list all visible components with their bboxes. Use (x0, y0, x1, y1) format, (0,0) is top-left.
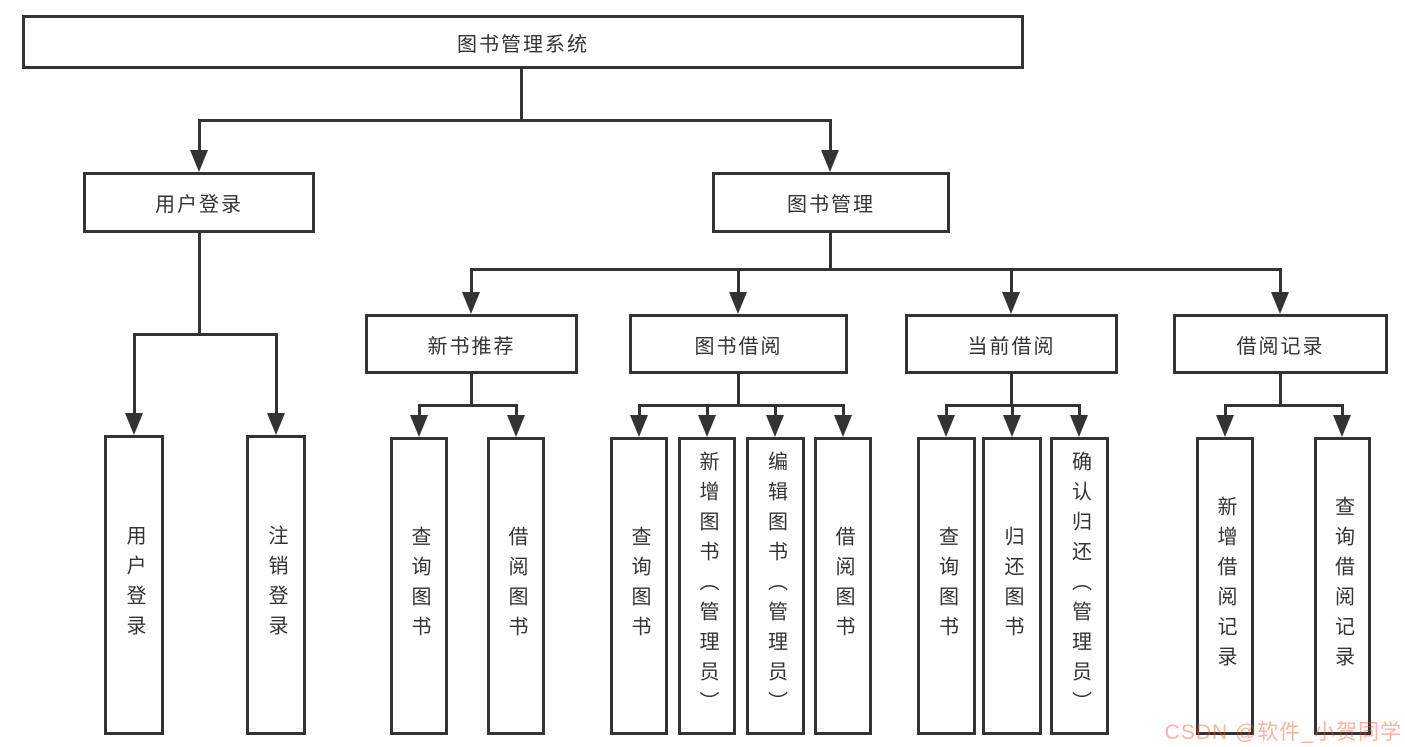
arrow-down-icon (766, 415, 784, 437)
node-borrowing-records: 借阅记录 (1173, 314, 1388, 374)
node-label: 归还图书 (1001, 526, 1023, 646)
node-current-borrowing: 当前借阅 (905, 314, 1118, 374)
connector-line (1224, 404, 1343, 407)
connector-line (1078, 404, 1081, 415)
leaf-current-return-books: 归还图书 (982, 437, 1042, 735)
connector-line (1224, 404, 1227, 415)
connector-line (774, 404, 777, 415)
connector-line (470, 268, 473, 292)
connector-line (133, 333, 278, 336)
node-label: 查询借阅记录 (1331, 496, 1354, 676)
arrow-down-icon (125, 413, 143, 435)
leaf-current-confirm-return-admin: 确认归还（管理员） (1050, 437, 1109, 735)
connector-line (1279, 374, 1282, 406)
connector-line (638, 404, 641, 415)
arrow-down-icon (462, 292, 480, 314)
connector-line (1010, 374, 1013, 406)
connector-line (1011, 404, 1014, 415)
arrow-down-icon (630, 415, 648, 437)
connector-line (198, 233, 201, 335)
connector-line (418, 404, 518, 407)
arrow-down-icon (190, 150, 208, 172)
connector-line (470, 374, 473, 406)
node-label: 编辑图书（管理员） (764, 451, 787, 721)
arrow-down-icon (1002, 292, 1020, 314)
node-book-management-system: 图书管理系统 (22, 15, 1024, 69)
arrow-down-icon (698, 415, 716, 437)
node-book-management: 图书管理 (712, 172, 950, 233)
arrow-down-icon (1271, 292, 1289, 314)
connector-line (1341, 404, 1344, 415)
node-label: 注销登录 (265, 525, 287, 645)
node-label: 查询图书 (628, 526, 650, 646)
node-label: 图书管理 (787, 194, 875, 216)
arrow-down-icon (1003, 415, 1021, 437)
node-label: 查询图书 (935, 526, 958, 646)
connector-line (737, 374, 740, 406)
leaf-borrowing-query-books: 查询图书 (610, 437, 668, 735)
leaf-logout: 注销登录 (246, 435, 306, 735)
connector-line (470, 268, 1281, 271)
node-label: 当前借阅 (967, 335, 1056, 358)
node-label: 借阅记录 (1236, 335, 1325, 358)
arrow-down-icon (834, 415, 852, 437)
connector-line (133, 333, 136, 413)
arrow-down-icon (821, 150, 839, 172)
connector-line (275, 333, 278, 413)
watermark: CSDN @软件_小贺同学 (1164, 721, 1402, 744)
leaf-records-query-record: 查询借阅记录 (1314, 437, 1371, 735)
arrow-down-icon (267, 413, 285, 435)
connector-line (198, 119, 832, 122)
connector-line (829, 119, 832, 150)
leaf-records-add-record: 新增借阅记录 (1196, 437, 1254, 735)
leaf-current-query-books: 查询图书 (917, 437, 976, 735)
node-label: 查询图书 (408, 526, 430, 646)
node-label: 借阅图书 (832, 526, 854, 646)
connector-line (515, 404, 518, 415)
node-label: 图书管理系统 (457, 33, 589, 56)
connector-line (737, 268, 740, 292)
node-book-borrowing: 图书借阅 (629, 314, 848, 374)
node-label: 用户登录 (123, 525, 145, 645)
node-user-login: 用户登录 (83, 172, 315, 233)
leaf-recommend-query-books: 查询图书 (390, 437, 448, 735)
node-label: 确认归还（管理员） (1068, 451, 1091, 721)
connector-line (638, 404, 844, 407)
connector-line (418, 404, 421, 415)
leaf-borrowing-add-books-admin: 新增图书（管理员） (678, 437, 736, 735)
connector-line (1010, 268, 1013, 292)
leaf-borrowing-edit-books-admin: 编辑图书（管理员） (746, 437, 805, 735)
node-label: 用户登录 (155, 194, 243, 216)
node-label: 图书借阅 (694, 335, 783, 358)
node-label: 新书推荐 (427, 335, 516, 358)
arrow-down-icon (410, 415, 428, 437)
connector-line (198, 119, 201, 150)
connector-line (829, 233, 832, 270)
node-label: 新增借阅记录 (1214, 496, 1236, 676)
connector-line (1279, 268, 1282, 292)
leaf-recommend-borrow-books: 借阅图书 (487, 437, 545, 735)
connector-line (945, 404, 948, 415)
connector-line (842, 404, 845, 415)
arrow-down-icon (729, 292, 747, 314)
node-new-book-recommend: 新书推荐 (365, 314, 578, 374)
arrow-down-icon (1216, 415, 1234, 437)
leaf-borrowing-borrow-books: 借阅图书 (814, 437, 872, 735)
node-label: 借阅图书 (505, 526, 527, 646)
arrow-down-icon (937, 415, 955, 437)
node-label: 新增图书（管理员） (696, 451, 718, 721)
connector-line (706, 404, 709, 415)
arrow-down-icon (1333, 415, 1351, 437)
connector-line (520, 69, 523, 120)
arrow-down-icon (1070, 415, 1088, 437)
arrow-down-icon (507, 415, 525, 437)
leaf-user-login: 用户登录 (104, 435, 164, 735)
